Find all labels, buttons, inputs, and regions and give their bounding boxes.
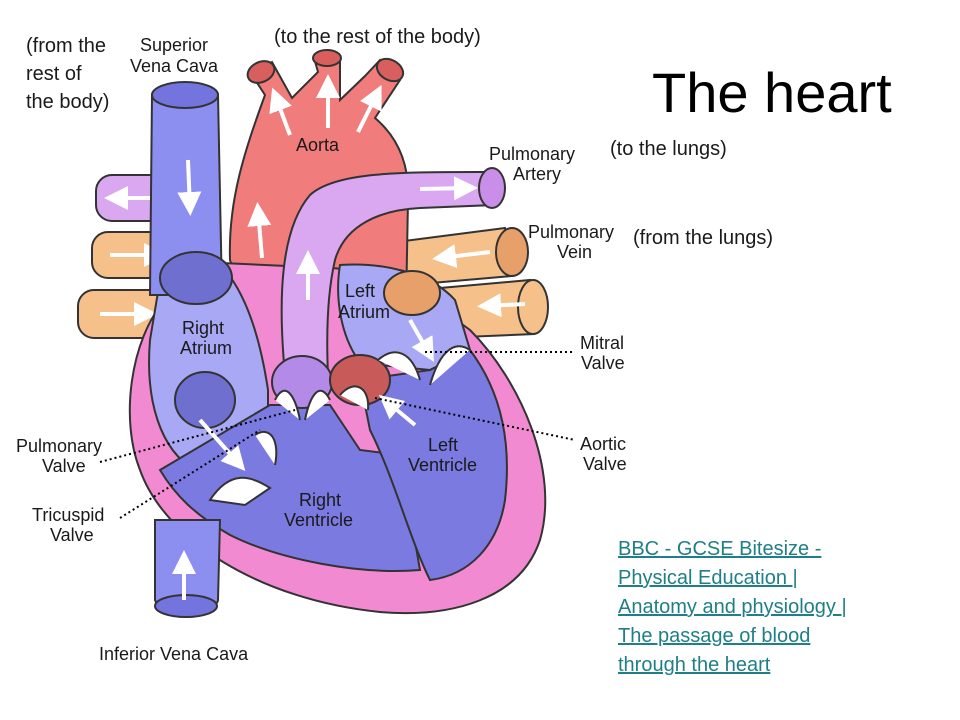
note-to-lungs: (to the lungs) [610,138,727,160]
label-pulmonary-artery-1: Pulmonary [489,144,575,164]
label-right-ventricle-2: Ventricle [284,510,353,530]
label-tricuspid-valve-1: Tricuspid [32,505,104,525]
tricuspid-valve-shape [208,430,278,507]
link-line-4[interactable]: The passage of blood [618,625,811,647]
bbc-bitesize-link[interactable]: BBC - GCSE Bitesize - Physical Education… [618,535,918,680]
note-from-body-line2: rest of [26,63,82,85]
label-tricuspid-valve-2: Valve [50,525,94,545]
link-line-2[interactable]: Physical Education | [618,567,798,589]
label-left-ventricle-2: Ventricle [408,455,477,475]
note-from-body-line3: the body) [26,91,109,113]
label-pulmonary-vein-1: Pulmonary [528,222,614,242]
label-aortic-valve-2: Valve [583,454,627,474]
label-right-ventricle-1: Right [299,490,341,510]
note-to-body: (to the rest of the body) [274,26,481,48]
label-superior-vena-cava-2: Vena Cava [130,56,219,76]
note-from-lungs: (from the lungs) [633,227,773,249]
pulmonary-valve-shape [271,355,333,421]
label-pulmonary-valve-1: Pulmonary [16,436,102,456]
label-superior-vena-cava-1: Superior [140,35,208,55]
flow-arrows [198,319,434,471]
label-mitral-valve-1: Mitral [580,333,624,353]
label-right-atrium-2: Atrium [180,338,232,358]
page-title: The heart [652,61,892,124]
label-aortic-valve-1: Aortic [580,434,626,454]
label-aorta: Aorta [296,135,340,155]
label-inferior-vena-cava: Inferior Vena Cava [99,644,249,664]
right-atrium [148,268,269,472]
link-line-5[interactable]: through the heart [618,654,771,676]
label-pulmonary-artery-2: Artery [513,164,561,184]
link-line-3[interactable]: Anatomy and physiology | [618,596,847,618]
label-right-atrium-1: Right [182,318,224,338]
superior-vena-cava [148,81,233,305]
link-line-1[interactable]: BBC - GCSE Bitesize - [618,538,822,560]
label-pulmonary-vein-2: Vein [557,242,592,262]
label-left-atrium-2: Atrium [338,302,390,322]
mitral-valve-shape [377,345,471,386]
aortic-valve-shape [329,354,391,411]
pulmonary-artery [280,167,506,376]
inferior-vena-cava [154,519,222,618]
label-left-ventricle-1: Left [428,435,458,455]
note-from-body-line1: (from the [26,35,106,57]
label-pulmonary-valve-2: Valve [42,456,86,476]
left-atrium [337,263,472,372]
label-left-atrium-1: Left [345,281,375,301]
pointer-lines [99,351,576,519]
label-mitral-valve-2: Valve [581,353,625,373]
